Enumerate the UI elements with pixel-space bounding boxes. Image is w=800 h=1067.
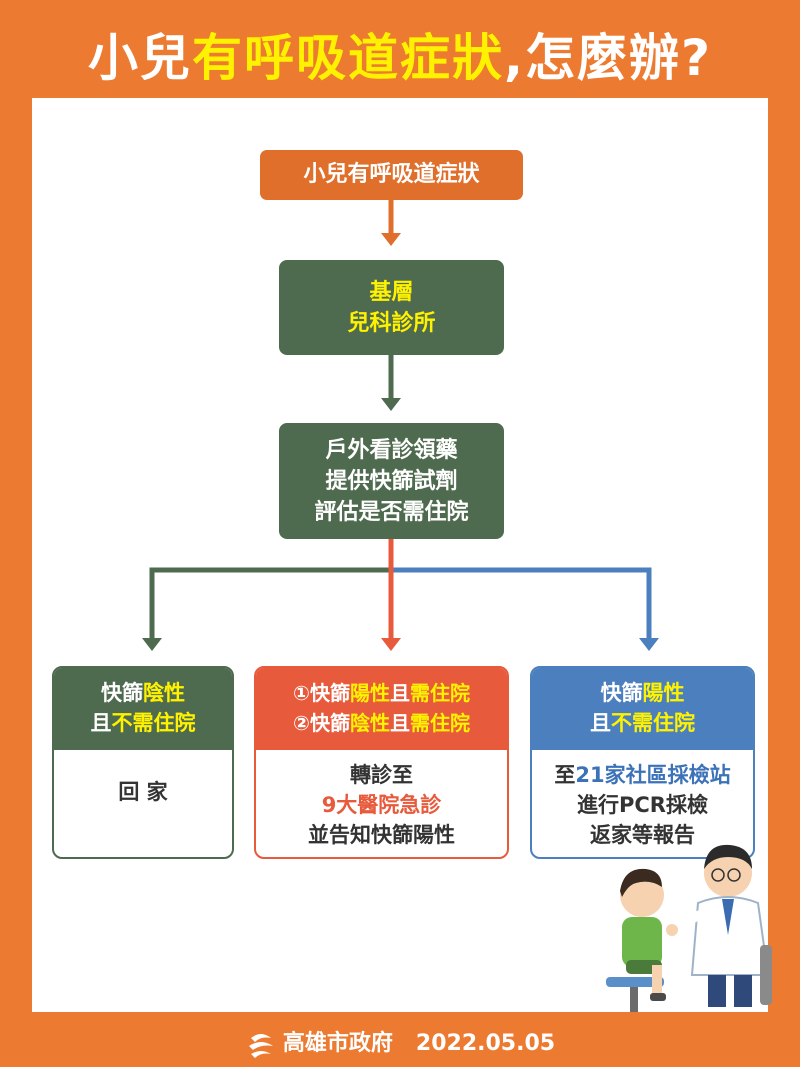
child-leg	[652, 965, 662, 995]
child-hair	[620, 868, 662, 897]
arrowhead-left	[142, 638, 162, 651]
arrowhead-orange	[381, 233, 401, 246]
assessment-line-1: 戶外看診領藥	[325, 438, 458, 463]
card-left-h1b: 陰性	[143, 681, 185, 705]
start-box: 小兒有呼吸道症狀	[260, 150, 523, 200]
arrow-to-left-card	[149, 567, 391, 640]
card-middle-body-2: 9大醫院急診	[321, 793, 442, 817]
card-right-body-3: 返家等報告	[590, 823, 695, 847]
assessment-line-3: 評估是否需住院	[314, 500, 469, 525]
arrowhead-middle	[381, 638, 401, 651]
card-middle-body: 轉診至 9大醫院急診 並告知快篩陽性	[256, 750, 507, 850]
card-middle-r2b: 陰性	[349, 711, 390, 735]
doctor-leg-left	[708, 975, 726, 1007]
card-right-h1b: 陽性	[642, 681, 685, 705]
stool-seat	[606, 977, 664, 987]
card-need-hospital: ①快篩陽性且需住院 ②快篩陰性且需住院 轉診至 9大醫院急診 並告知快篩陽性	[254, 666, 509, 859]
card-left-body: 回 家	[118, 780, 168, 804]
glasses-right	[727, 868, 741, 882]
card-middle-r2a: ②快篩	[293, 711, 350, 735]
card-middle-r2c: 且	[389, 711, 410, 735]
card-middle-body-3: 並告知快篩陽性	[308, 823, 455, 847]
card-right-h2a: 且	[590, 711, 611, 735]
arrow-to-right-card	[391, 567, 652, 640]
doctor-tie	[722, 899, 734, 935]
doctor-child-illustration	[606, 844, 772, 1012]
assessment-box: 戶外看診領藥 提供快篩試劑 評估是否需住院	[279, 423, 504, 539]
card-middle-r1a: ①快篩	[293, 681, 350, 705]
card-right-body: 至21家社區採檢站 進行PCR採檢 返家等報告	[532, 750, 753, 850]
clinic-line-2: 兒科診所	[347, 311, 436, 336]
footer-org: 高雄市政府	[282, 1031, 393, 1056]
doctor-hair	[704, 844, 752, 869]
assessment-line-2: 提供快篩試劑	[325, 469, 458, 494]
card-right-h1a: 快篩	[600, 681, 643, 705]
card-right-h2b: 不需住院	[611, 711, 695, 735]
card-middle-header: ①快篩陽性且需住院 ②快篩陰性且需住院	[256, 668, 507, 750]
arrowhead-green	[381, 398, 401, 411]
card-middle-r1c: 且	[389, 681, 410, 705]
footer-date: 2022.05.05	[415, 1031, 556, 1056]
card-right-header: 快篩陽性 且不需住院	[532, 668, 753, 750]
title-text-3: ,怎麼辦?	[504, 29, 712, 87]
footer: 高雄市政府 2022.05.05	[0, 1020, 800, 1067]
card-positive-no-hospital: 快篩陽性 且不需住院 至21家社區採檢站 進行PCR採檢 返家等報告	[530, 666, 755, 859]
city-logo-icon	[248, 1034, 273, 1058]
card-left-h2b: 不需住院	[111, 711, 196, 735]
title-text-highlight: 有呼吸道症狀	[192, 29, 504, 87]
doctor-hand	[666, 924, 678, 936]
glasses-left	[711, 868, 725, 882]
card-left-h2a: 且	[90, 711, 112, 735]
page-title: 小兒有呼吸道症狀,怎麼辦?	[0, 18, 800, 90]
title-text-1: 小兒	[88, 29, 192, 87]
card-right-body-2: 進行PCR採檢	[577, 793, 708, 817]
card-left-h1a: 快篩	[101, 681, 143, 705]
card-middle-r1d: 需住院	[409, 681, 470, 705]
clinic-box: 基層 兒科診所	[279, 260, 504, 355]
card-middle-body-1: 轉診至	[350, 763, 413, 787]
child-body	[622, 917, 662, 967]
doctor-chair	[760, 945, 772, 1005]
arrowhead-right	[639, 638, 659, 651]
doctor-leg-right	[734, 975, 752, 1007]
card-middle-r1b: 陽性	[349, 681, 390, 705]
card-right-body-1b: 21家社區採檢站	[575, 763, 731, 787]
clinic-line-1: 基層	[369, 280, 414, 305]
stool-leg	[630, 987, 638, 1012]
card-left-header: 快篩陰性 且不需住院	[54, 668, 232, 750]
card-right-body-1a: 至	[554, 763, 576, 787]
card-negative-no-hospital: 快篩陰性 且不需住院 回 家	[52, 666, 234, 859]
content-panel	[32, 98, 768, 1012]
card-middle-r2d: 需住院	[409, 711, 470, 735]
child-shoe	[650, 993, 666, 1001]
